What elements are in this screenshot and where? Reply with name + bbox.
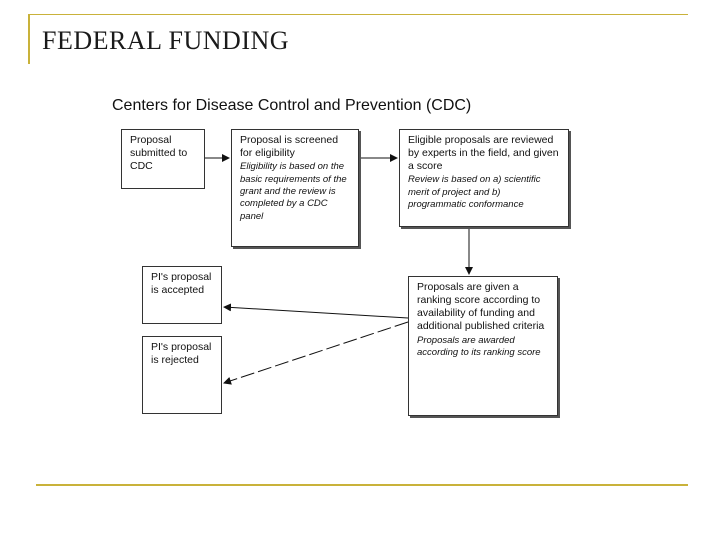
box-proposal-reviewed: Eligible proposals are reviewed by exper… xyxy=(399,129,569,227)
box-proposal-rejected: PI's proposal is rejected xyxy=(142,336,222,414)
accent-rule-bottom xyxy=(36,484,688,486)
box-proposal-submitted: Proposal submitted to CDC xyxy=(121,129,205,189)
box-proposal-rejected-text: PI's proposal is rejected xyxy=(151,341,212,367)
box-proposal-screened-note: Eligibility is based on the basic requir… xyxy=(240,161,347,222)
box-proposal-reviewed-text: Eligible proposals are reviewed by exper… xyxy=(408,134,559,173)
box-proposal-submitted-text: Proposal submitted to CDC xyxy=(130,134,188,173)
diagram-title: Centers for Disease Control and Preventi… xyxy=(112,97,472,114)
box-proposal-screened: Proposal is screened for eligibility Eli… xyxy=(231,129,359,247)
box-proposal-screened-text: Proposal is screened for eligibility xyxy=(240,134,339,160)
arrow-ranking-to-rejected xyxy=(223,321,409,385)
box-proposal-accepted-text: PI's proposal is accepted xyxy=(151,271,212,297)
box-proposal-accepted: PI's proposal is accepted xyxy=(142,266,222,324)
box-proposal-ranking-text: Proposals are given a ranking score acco… xyxy=(417,281,545,333)
accent-rule-top xyxy=(28,14,688,15)
box-proposal-reviewed-note: Review is based on a) scientific merit o… xyxy=(408,174,541,211)
box-proposal-ranking: Proposals are given a ranking score acco… xyxy=(408,276,558,416)
slide-title: FEDERAL FUNDING xyxy=(42,26,290,55)
arrow-ranking-to-accepted xyxy=(223,303,409,319)
accent-rule-vertical xyxy=(28,14,30,64)
box-proposal-ranking-note: Proposals are awarded according to its r… xyxy=(417,334,541,358)
